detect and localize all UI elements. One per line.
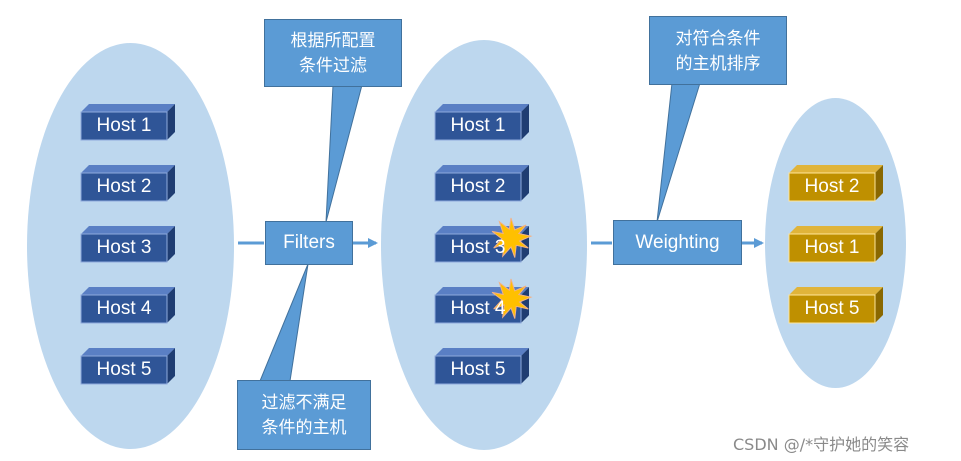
callout-filter-out-line1: 过滤不满足 [261,393,347,412]
host-box-shape [80,165,175,202]
host-label: Host 5 [804,298,860,319]
callout-filter-config: 根据所配置 条件过滤 [264,19,402,87]
callout-tail-filter-out [259,263,309,382]
host-box: Host 1 [434,104,529,141]
host-label: Host 1 [96,115,152,136]
host-box-shape [788,165,883,202]
host-box-shape [434,104,529,141]
host-box-shape [434,278,533,324]
host-box: Host 1 [80,104,175,141]
callout-filter-out: 过滤不满足 条件的主机 [237,380,371,450]
host-box: Host 2 [434,165,529,202]
host-box-shape [788,226,883,263]
host-box-shape [434,217,533,263]
host-box-shape [434,348,529,385]
host-label: Host 1 [804,237,860,258]
callout-tail-weighting [656,82,701,223]
host-label: Host 2 [804,176,860,197]
host-box: Host 3 [80,226,175,263]
host-label: Host 3 [96,237,152,258]
host-box: Host 5 [434,348,529,385]
host-box-shape [80,226,175,263]
host-box-shape [80,348,175,385]
filters-step: Filters [265,221,353,265]
weighting-label: Weighting [635,232,720,253]
host-label: Host 1 [450,115,506,136]
host-box-shape [80,287,175,324]
host-box: Host 4 [80,287,175,324]
host-label: Host 5 [450,359,506,380]
host-box: Host 2 [80,165,175,202]
host-box-shape [80,104,175,141]
host-box-shape [434,165,529,202]
callout-filter-config-line2: 条件过滤 [299,56,367,75]
host-box: Host 5 [788,287,883,324]
host-box: Host 4 [434,278,533,324]
host-box: Host 3 [434,217,533,263]
callout-filter-config-line1: 根据所配置 [290,31,376,50]
alert-burst-icon [491,217,533,258]
host-box: Host 2 [788,165,883,202]
host-label: Host 4 [96,298,152,319]
host-label: Host 2 [450,176,506,197]
weighting-step: Weighting [613,220,742,265]
callout-weighting-sort: 对符合条件 的主机排序 [649,16,787,85]
host-label: Host 2 [96,176,152,197]
callout-tail-filter-config [325,84,363,223]
watermark: CSDN @/*守护她的笑容 [733,435,910,454]
filters-label: Filters [283,232,335,253]
callout-filter-out-line2: 条件的主机 [261,418,347,437]
host-box: Host 1 [788,226,883,263]
callout-weighting-sort-line2: 的主机排序 [675,53,761,73]
alert-burst-icon [491,278,533,319]
host-label: Host 4 [450,298,506,319]
host-box: Host 5 [80,348,175,385]
callout-weighting-sort-line1: 对符合条件 [675,28,761,48]
host-label: Host 5 [96,359,152,380]
host-label: Host 3 [450,237,506,258]
host-box-shape [788,287,883,324]
